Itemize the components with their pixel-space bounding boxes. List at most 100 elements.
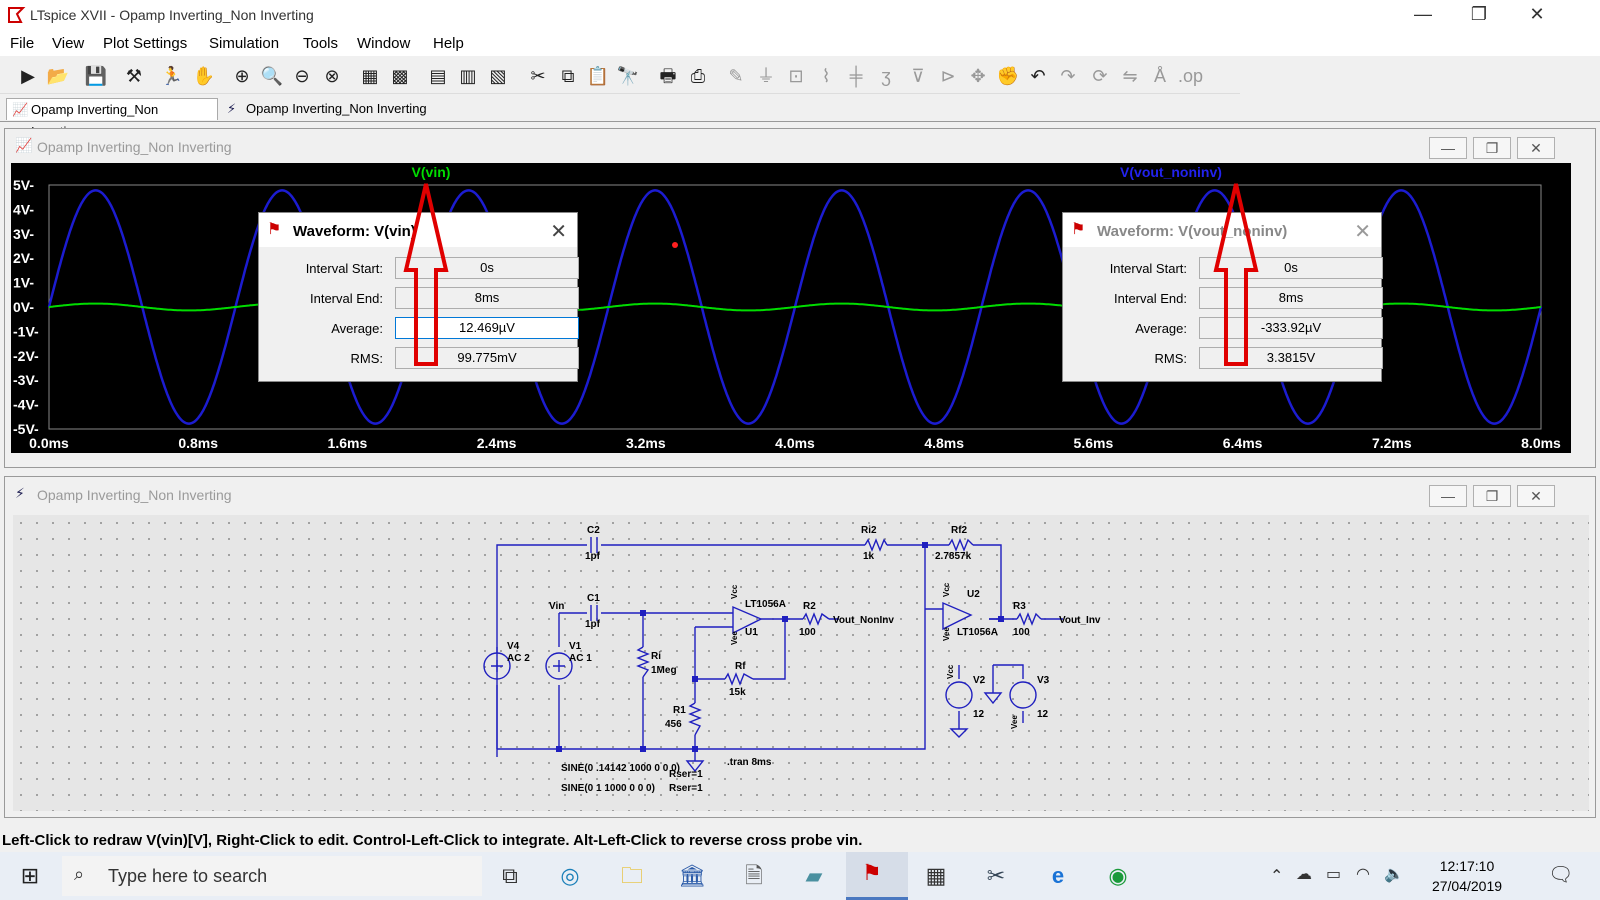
menu-help[interactable]: Help xyxy=(433,35,464,52)
value-v4[interactable]: AC 2 xyxy=(507,653,530,664)
run-icon[interactable]: ▶ xyxy=(21,66,35,86)
edge-browser-icon[interactable]: e xyxy=(1051,863,1065,888)
schematic-canvas[interactable]: C2 1pf Ri2 1k Rf2 2.7857k Vin C1 1pf LT1… xyxy=(13,515,1589,811)
value-v3[interactable]: 12 xyxy=(1037,709,1049,720)
notebook-app-icon[interactable]: ▰ xyxy=(805,863,823,888)
cut-icon[interactable]: ✂ xyxy=(530,66,546,86)
spice-directive-tran[interactable]: .tran 8ms xyxy=(727,757,772,768)
show-hidden-icons-icon[interactable]: ⌃ xyxy=(1270,868,1284,885)
circuit-diagram[interactable]: C2 1pf Ri2 1k Rf2 2.7857k Vin C1 1pf LT1… xyxy=(13,515,1589,811)
find-icon[interactable]: 🔭 xyxy=(616,66,640,86)
x-tick-label[interactable]: 4.0ms xyxy=(775,435,815,451)
value-c1[interactable]: 1pf xyxy=(585,619,601,630)
label-c1[interactable]: C1 xyxy=(587,593,600,604)
volume-icon[interactable]: 🔈 xyxy=(1384,866,1404,883)
diode-icon[interactable]: ⊽ xyxy=(911,66,925,86)
search-box[interactable]: ⌕ Type here to search xyxy=(62,856,482,896)
label-rf2[interactable]: Rf2 xyxy=(951,525,968,536)
value-rf2[interactable]: 2.7857k xyxy=(935,551,972,562)
interval-end-field[interactable]: 8ms xyxy=(1199,287,1383,309)
value-r2[interactable]: 100 xyxy=(799,627,816,638)
clock-date[interactable]: 27/04/2019 xyxy=(1431,878,1503,894)
menu-view[interactable]: View xyxy=(52,35,85,52)
task-view-icon[interactable]: ⧉ xyxy=(502,863,518,888)
y-tick-label[interactable]: 4V- xyxy=(13,201,34,217)
inductor-icon[interactable]: ʒ xyxy=(881,66,891,86)
trace-label-vout-noninv[interactable]: V(vout_noninv) xyxy=(1120,164,1222,180)
capacitor-icon[interactable]: ╪ xyxy=(849,66,863,86)
notifications-icon[interactable]: 🗨 xyxy=(1548,864,1574,886)
label-v3[interactable]: V3 xyxy=(1037,675,1050,686)
rms-field[interactable]: 99.775mV xyxy=(395,347,579,369)
tile-vertical-icon[interactable]: ▥ xyxy=(459,66,477,86)
label-v2[interactable]: V2 xyxy=(973,675,986,686)
average-field[interactable]: 12.469µV xyxy=(395,317,579,339)
average-field[interactable]: -333.92µV xyxy=(1199,317,1383,339)
y-tick-label[interactable]: 2V- xyxy=(13,250,34,266)
y-tick-label[interactable]: -5V- xyxy=(13,421,39,437)
y-tick-label[interactable]: 1V- xyxy=(13,275,34,291)
print-icon[interactable]: ⎙ xyxy=(690,66,706,86)
y-tick-label[interactable]: -2V- xyxy=(13,348,39,364)
value-v2[interactable]: 12 xyxy=(973,709,985,720)
x-tick-label[interactable]: 0.8ms xyxy=(178,435,218,451)
trace-label-vin[interactable]: V(vin) xyxy=(412,164,451,180)
windows-start-icon[interactable]: ⊞ xyxy=(20,863,40,888)
schematic-close-button[interactable]: ✕ xyxy=(1517,485,1555,507)
y-tick-label[interactable]: 5V- xyxy=(13,177,34,193)
close-button[interactable]: ✕ xyxy=(1529,4,1545,24)
value-r1[interactable]: 456 xyxy=(665,719,682,730)
control-panel-icon[interactable]: ⚒ xyxy=(125,66,143,86)
undo-icon[interactable]: ↶ xyxy=(1030,66,1046,86)
menu-simulation[interactable]: Simulation xyxy=(209,35,280,52)
zoom-area-icon[interactable]: 🔍 xyxy=(260,66,284,86)
schematic-minimize-button[interactable]: — xyxy=(1429,485,1467,507)
wire-icon[interactable]: ✎ xyxy=(728,66,744,86)
x-tick-label[interactable]: 0.0ms xyxy=(29,435,69,451)
cascade-icon[interactable]: ▧ xyxy=(489,66,507,86)
open-folder-icon[interactable]: 📂 xyxy=(46,66,70,86)
y-tick-label[interactable]: 3V- xyxy=(13,226,34,242)
y-tick-label[interactable]: -1V- xyxy=(13,323,39,339)
dialog-vin-close-icon[interactable]: ✕ xyxy=(550,221,567,243)
spice-directive-icon[interactable]: .op xyxy=(1178,66,1204,86)
rotate-icon[interactable]: ⟳ xyxy=(1092,66,1108,86)
paste-icon[interactable]: 📋 xyxy=(586,66,610,86)
copy-icon[interactable]: ⧉ xyxy=(561,66,575,86)
component-icon[interactable]: ⊳ xyxy=(940,66,956,86)
net-label-vout-inv[interactable]: Vout_Inv xyxy=(1059,615,1101,626)
label-v1[interactable]: V1 xyxy=(569,641,582,652)
value-ri2[interactable]: 1k xyxy=(863,551,875,562)
value-r3[interactable]: 100 xyxy=(1013,627,1030,638)
x-tick-label[interactable]: 4.8ms xyxy=(924,435,964,451)
ground-icon[interactable]: ⏚ xyxy=(757,66,775,86)
pan-hand-icon[interactable]: ✋ xyxy=(192,66,216,86)
library-app-icon[interactable]: 🏛 xyxy=(678,863,706,888)
x-tick-label[interactable]: 3.2ms xyxy=(626,435,666,451)
value-v1[interactable]: AC 1 xyxy=(569,653,592,664)
y-tick-label[interactable]: -4V- xyxy=(13,397,39,413)
label-u2[interactable]: U2 xyxy=(967,589,980,600)
menu-window[interactable]: Window xyxy=(357,35,411,52)
label-r1[interactable]: R1 xyxy=(673,705,686,716)
move-icon[interactable]: ✥ xyxy=(970,66,986,86)
schematic-maximize-button[interactable]: ❐ xyxy=(1473,485,1511,507)
label-r2[interactable]: R2 xyxy=(803,601,816,612)
zoom-in-icon[interactable]: ⊕ xyxy=(234,66,250,86)
interval-end-field[interactable]: 8ms xyxy=(395,287,579,309)
plot-maximize-button[interactable]: ❐ xyxy=(1473,137,1511,159)
snipping-tool-icon[interactable]: ✂ xyxy=(986,863,1006,888)
onedrive-icon[interactable]: ☁ xyxy=(1296,866,1312,883)
x-tick-label[interactable]: 5.6ms xyxy=(1074,435,1114,451)
value-c2[interactable]: 1pf xyxy=(585,551,601,562)
calculator-icon[interactable]: ▦ xyxy=(925,863,947,888)
value-ri[interactable]: 1Meg xyxy=(651,665,677,676)
mirror-icon[interactable]: ⇋ xyxy=(1122,66,1138,86)
interval-start-field[interactable]: 0s xyxy=(1199,257,1383,279)
text-icon[interactable]: Å xyxy=(1153,66,1166,86)
redo-icon[interactable]: ↷ xyxy=(1060,66,1076,86)
x-tick-label[interactable]: 2.4ms xyxy=(477,435,517,451)
x-tick-label[interactable]: 8.0ms xyxy=(1521,435,1561,451)
camera-app-icon[interactable]: ◎ xyxy=(560,863,580,888)
waveform-chart[interactable]: 5V-4V-3V-2V-1V-0V--1V--2V--3V--4V--5V- 0… xyxy=(11,163,1571,453)
